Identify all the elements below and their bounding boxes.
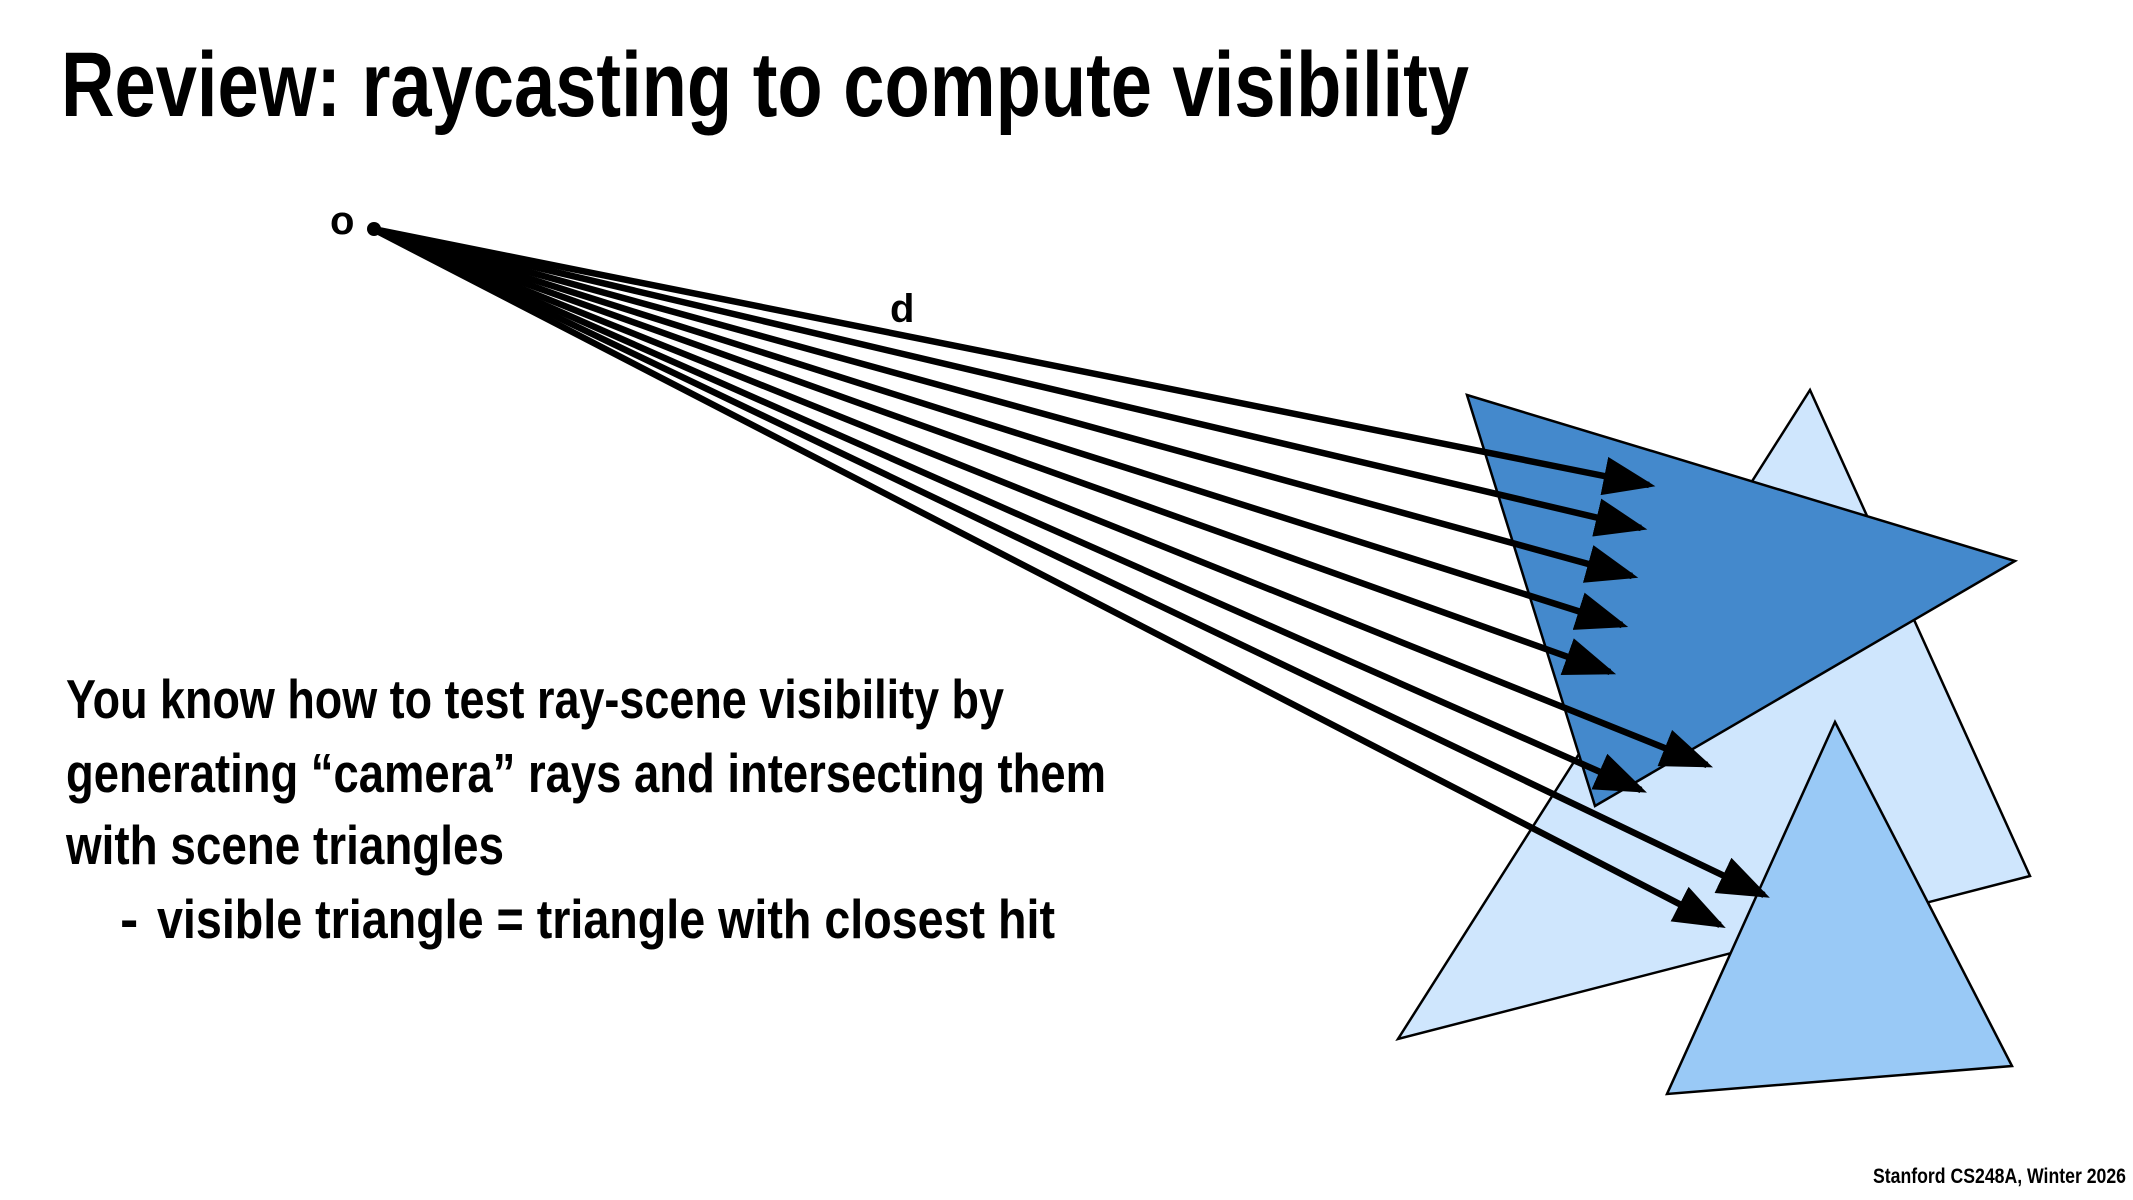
ray <box>372 225 1639 583</box>
slide-footer: Stanford CS248A, Winter 2026 <box>1873 1165 2126 1188</box>
ray <box>371 226 1726 928</box>
bullet-text: visible triangle = triangle with closest… <box>157 888 1055 950</box>
ray <box>371 225 1617 676</box>
lower-triangle <box>1664 719 2014 1096</box>
body-line-2: generating “camera” rays and intersectin… <box>66 742 1106 804</box>
ray <box>372 225 1629 630</box>
ray-origin-point <box>367 222 381 236</box>
bullet-marker: - <box>120 888 138 950</box>
origin-label: o <box>330 199 354 243</box>
slide-title: Review: raycasting to compute visibility <box>61 34 1469 136</box>
direction-label: d <box>890 287 914 331</box>
ray <box>371 226 1647 793</box>
ray <box>371 225 1714 769</box>
body-line-1: You know how to test ray-scene visibilit… <box>66 668 1004 730</box>
ray <box>372 225 1656 496</box>
body-line-3: with scene triangles <box>65 814 504 876</box>
ray <box>371 226 1770 898</box>
front-triangle <box>1465 393 2019 808</box>
camera-rays <box>371 225 1770 928</box>
ray <box>372 225 1648 537</box>
